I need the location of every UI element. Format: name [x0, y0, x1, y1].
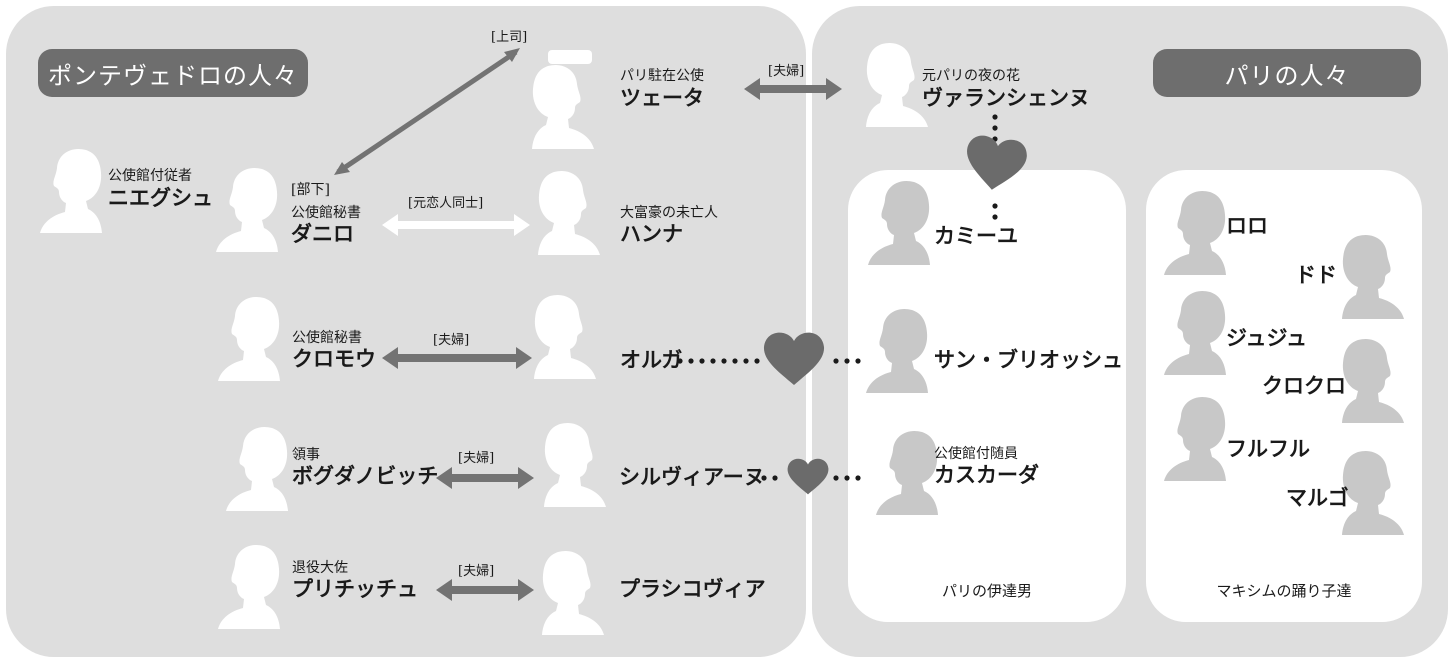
cascada-role: 公使館付随員	[934, 446, 1018, 462]
valencienne-silhouette	[866, 42, 928, 128]
bogdanowitsch-name: ボグダノビッチ	[292, 463, 439, 488]
valencienne-name: ヴァランシェンヌ	[922, 85, 1090, 110]
froufrou-silhouette	[1164, 396, 1226, 481]
relation-ex-lovers-label: [元恋人同士]	[408, 196, 484, 211]
danilo-name: ダニロ	[291, 221, 354, 246]
brioche-silhouette	[866, 308, 928, 393]
brioche-name: サン・ブリオッシュ	[934, 347, 1123, 372]
dotted-link-sylviane-cascada	[761, 475, 861, 481]
couple-arrow-bogdanowitsch	[436, 467, 534, 489]
ex-lovers-arrow	[382, 214, 530, 236]
lolo-name: ロロ	[1226, 213, 1268, 238]
paris-dandies-label: パリの伊達男	[941, 582, 1032, 600]
paris-group-title: パリの人々	[1153, 49, 1421, 97]
froufrou-name: フルフル	[1226, 436, 1310, 461]
couple-arrow-zeta	[744, 78, 842, 100]
danilo-tag: [部下]	[291, 182, 330, 198]
sylviane-silhouette	[544, 422, 606, 507]
zeta-role: パリ駐在公使	[620, 68, 704, 84]
olga-name: オルガ	[620, 347, 683, 372]
heart-icon	[787, 458, 829, 495]
lolo-silhouette	[1164, 190, 1226, 275]
clocro-silhouette	[1342, 338, 1404, 423]
valencienne-role: 元パリの夜の花	[922, 68, 1020, 84]
danilo-silhouette	[216, 167, 278, 252]
jouju-silhouette	[1164, 290, 1226, 375]
camille-name: カミーユ	[934, 223, 1018, 248]
njegus-silhouette	[40, 148, 102, 233]
danilo-role: 公使館秘書	[291, 205, 361, 221]
pritschitsch-role: 退役大佐	[292, 560, 348, 576]
pontevedro-group-title: ポンテヴェドロの人々	[38, 49, 308, 97]
couple-arrow-pritschitsch	[436, 579, 534, 601]
margot-silhouette	[1342, 450, 1404, 535]
hanna-silhouette	[538, 170, 600, 255]
pritschitsch-silhouette	[218, 544, 280, 629]
sylviane-name: シルヴィアーヌ	[619, 464, 765, 489]
boss-arrow-head-bottom	[334, 162, 350, 175]
margot-name: マルゴ	[1286, 485, 1349, 510]
pontevedro-panel	[6, 6, 806, 657]
praskowia-name: プラシコヴィア	[619, 576, 766, 601]
relation-couple-bogdanowitsch-label: [夫婦]	[458, 451, 495, 466]
dodo-silhouette	[1342, 234, 1404, 319]
hanna-role: 大富豪の未亡人	[620, 205, 718, 221]
zeta-hat	[548, 50, 592, 64]
bogdanowitsch-role: 領事	[292, 447, 320, 463]
camille-silhouette	[868, 180, 930, 265]
heart-icon	[763, 332, 825, 385]
relation-couple-pritschitsch-label: [夫婦]	[458, 564, 495, 579]
hanna-name: ハンナ	[620, 221, 683, 246]
relation-couple-kromow-label: [夫婦]	[433, 333, 470, 348]
njegus-role: 公使館付従者	[108, 168, 192, 184]
dotted-link-olga-brioche	[677, 358, 861, 364]
relation-boss-label: [上司]	[491, 30, 528, 45]
zeta-name: ツェータ	[620, 85, 704, 110]
kromow-role: 公使館秘書	[292, 330, 362, 346]
maxim-dancers-label: マキシムの踊り子達	[1216, 582, 1352, 600]
cascada-name: カスカーダ	[934, 462, 1039, 487]
pritschitsch-name: プリチッチュ	[292, 576, 418, 601]
bogdanowitsch-silhouette	[226, 426, 288, 511]
praskowia-silhouette	[542, 550, 604, 635]
njegus-name: ニエグシュ	[108, 185, 213, 210]
clocro-name: クロクロ	[1262, 373, 1346, 398]
heart-icon	[962, 133, 1029, 194]
boss-line	[336, 49, 518, 175]
olga-silhouette	[534, 294, 596, 379]
boss-arrow-head-top	[504, 48, 520, 62]
kromow-name: クロモウ	[292, 346, 376, 371]
zeta-silhouette	[532, 64, 594, 149]
jouju-name: ジュジュ	[1226, 325, 1308, 350]
dodo-name: ドド	[1295, 262, 1337, 287]
couple-arrow-kromow	[382, 347, 532, 369]
kromow-silhouette	[218, 296, 280, 381]
cascada-silhouette	[876, 430, 938, 515]
relation-couple-zeta-label: [夫婦]	[768, 64, 805, 79]
